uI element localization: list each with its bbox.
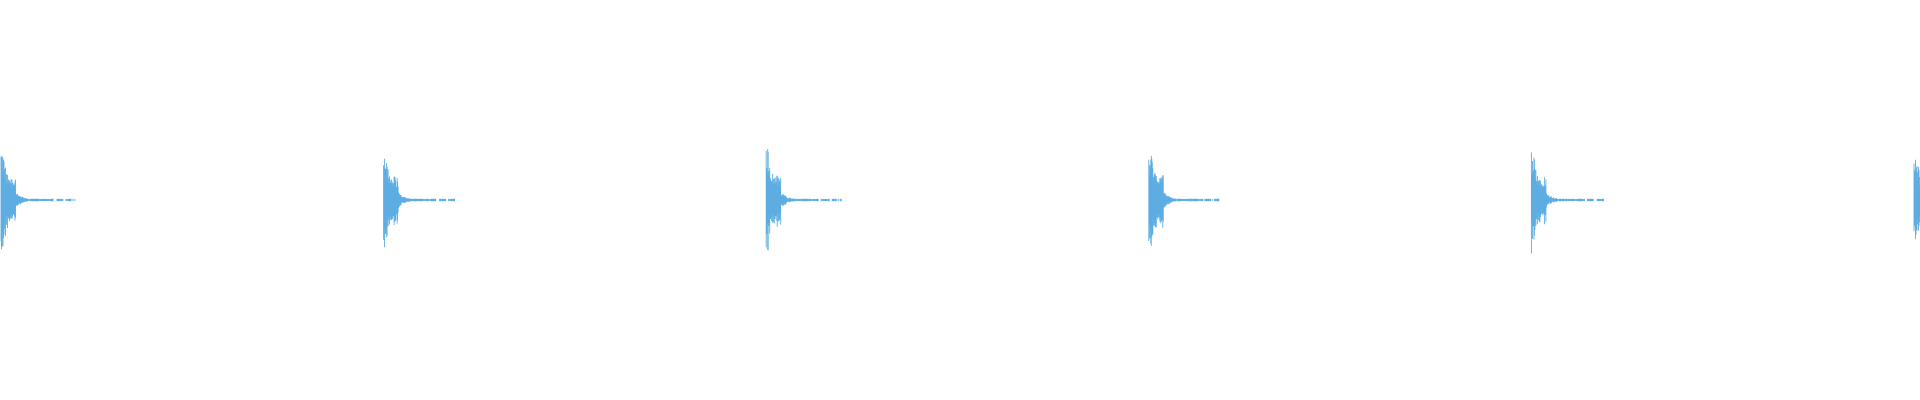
- waveform-hit-6: [1913, 159, 1920, 240]
- waveform-tail: [409, 198, 456, 202]
- waveform-tail: [26, 198, 76, 202]
- waveform-tail: [1174, 198, 1220, 202]
- waveform-transient: [1148, 155, 1176, 246]
- waveform-transient: [0, 155, 28, 250]
- waveform-hit-4: [1148, 155, 1220, 246]
- waveform-transient: [765, 148, 793, 251]
- waveform-tail: [791, 198, 842, 202]
- waveform-hits-layer: [0, 148, 1920, 254]
- waveform-hit-2: [383, 158, 456, 248]
- waveform-transient: [1913, 159, 1920, 240]
- waveform-hit-5: [1530, 152, 1604, 254]
- waveform-hit-3: [765, 148, 842, 251]
- waveform-transient: [1530, 152, 1558, 254]
- waveform-transient: [383, 158, 411, 248]
- waveform-hit-1: [0, 155, 76, 250]
- waveform-tail: [1556, 198, 1604, 202]
